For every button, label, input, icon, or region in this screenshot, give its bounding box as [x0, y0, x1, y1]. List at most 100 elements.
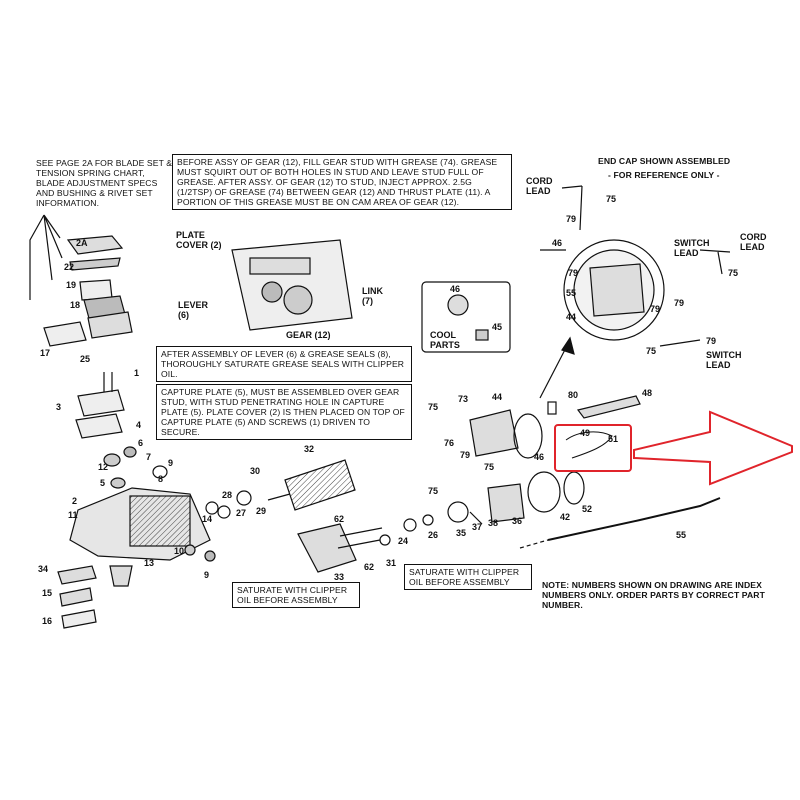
index-79a: 79 [566, 214, 577, 224]
index-13: 13 [144, 558, 155, 568]
index-75f: 75 [728, 268, 739, 278]
part-51-wire [565, 431, 613, 459]
plate-3 [77, 389, 125, 417]
blade-part-25 [87, 311, 133, 339]
index-62b: 62 [364, 562, 375, 572]
index-9b: 9 [204, 570, 210, 580]
index-31: 31 [386, 558, 397, 568]
end-cap-title: END CAP SHOWN ASSEMBLED [598, 156, 731, 166]
index-14: 14 [202, 514, 213, 524]
part-10 [184, 544, 196, 556]
part-15 [59, 587, 93, 607]
part-9b [204, 550, 216, 562]
part-26 [422, 514, 434, 526]
index-26: 26 [428, 530, 439, 540]
index-8: 8 [158, 474, 164, 484]
index-2: 2 [72, 496, 78, 506]
ring-52 [563, 471, 585, 505]
index-22: 22 [64, 262, 75, 272]
index-38: 38 [488, 518, 499, 528]
red-pointer-arrow [633, 410, 793, 486]
note-leader-lines [29, 214, 63, 300]
index-42: 42 [560, 512, 571, 522]
index-11: 11 [68, 510, 78, 520]
part-16 [61, 609, 97, 629]
index-33: 33 [334, 572, 345, 582]
index-76: 76 [444, 438, 455, 448]
end-cap-assembled [563, 239, 665, 341]
index-36: 36 [512, 516, 523, 526]
index-19: 19 [66, 280, 77, 290]
index-37: 37 [472, 522, 483, 532]
index-12: 12 [98, 462, 109, 472]
index-51: 51 [608, 434, 619, 444]
index-29: 29 [256, 506, 267, 516]
index-44: 44 [492, 392, 503, 402]
index-3: 3 [56, 402, 62, 412]
part-48 [576, 395, 641, 419]
label-lever: LEVER (6) [178, 300, 209, 320]
index-46: 46 [534, 452, 545, 462]
index-79d: 79 [706, 336, 717, 346]
index-5: 5 [100, 478, 106, 488]
label-plate-cover: PLATE COVER (2) [176, 230, 222, 250]
index-7: 7 [146, 452, 152, 462]
note-gear-grease: BEFORE ASSY OF GEAR (12), FILL GEAR STUD… [172, 154, 512, 210]
highlight-box [554, 424, 632, 472]
blade-part-17 [43, 321, 87, 347]
index-6: 6 [138, 438, 144, 448]
index-55: 55 [676, 530, 687, 540]
label-switch-lead-bottom: SWITCH LEAD [706, 350, 742, 370]
cord-55 [547, 497, 721, 541]
index-73: 73 [458, 394, 469, 404]
label-cord-lead-top: CORD LEAD [526, 176, 553, 196]
label-cool-parts: COOL PARTS [430, 330, 460, 350]
index-80: 80 [568, 390, 579, 400]
label-cord-lead-right: CORD LEAD [740, 232, 767, 252]
part-9 [109, 565, 133, 587]
index-79: 79 [460, 450, 471, 460]
index-48: 48 [642, 388, 653, 398]
blade-tip-34 [57, 565, 97, 585]
index-52: 52 [582, 504, 593, 514]
end-bell-46 [513, 413, 543, 459]
part-14 [205, 501, 219, 515]
index-75d: 75 [606, 194, 617, 204]
index-9: 9 [168, 458, 174, 468]
part-35 [447, 501, 469, 523]
index-24: 24 [398, 536, 409, 546]
index-75a: 75 [428, 402, 439, 412]
index-1: 1 [134, 368, 140, 378]
plate-4 [75, 413, 123, 439]
brush-holder-44 [469, 409, 519, 457]
label-gear: GEAR (12) [286, 330, 331, 340]
end-cap-subtitle: - FOR REFERENCE ONLY - [608, 170, 720, 180]
index-44b: 44 [566, 312, 577, 322]
index-49: 49 [580, 428, 591, 438]
index-34: 34 [38, 564, 49, 574]
note-saturate-right: SATURATE WITH CLIPPER OIL BEFORE ASSEMBL… [404, 564, 532, 590]
washer-part-6 [123, 446, 137, 458]
housing-38 [487, 483, 525, 523]
index-75c: 75 [428, 486, 439, 496]
index-4: 4 [136, 420, 142, 430]
part-24 [403, 518, 417, 532]
part-27 [217, 505, 231, 519]
blade-part [66, 235, 124, 255]
note-capture-plate: CAPTURE PLATE (5), MUST BE ASSEMBLED OVE… [156, 384, 412, 440]
index-75b: 75 [484, 462, 495, 472]
note-lever-assembly: AFTER ASSEMBLY OF LEVER (6) & GREASE SEA… [156, 346, 412, 382]
part-28 [236, 490, 252, 506]
index-46c: 46 [552, 238, 563, 248]
index-27: 27 [236, 508, 247, 518]
index-45: 45 [492, 322, 503, 332]
index-18: 18 [70, 300, 81, 310]
index-35: 35 [456, 528, 467, 538]
index-2a: 2A [76, 238, 88, 248]
index-15: 15 [42, 588, 53, 598]
index-28: 28 [222, 490, 233, 500]
label-link: LINK (7) [362, 286, 383, 306]
index-79e: 79 [650, 304, 661, 314]
ring-42 [527, 471, 561, 513]
